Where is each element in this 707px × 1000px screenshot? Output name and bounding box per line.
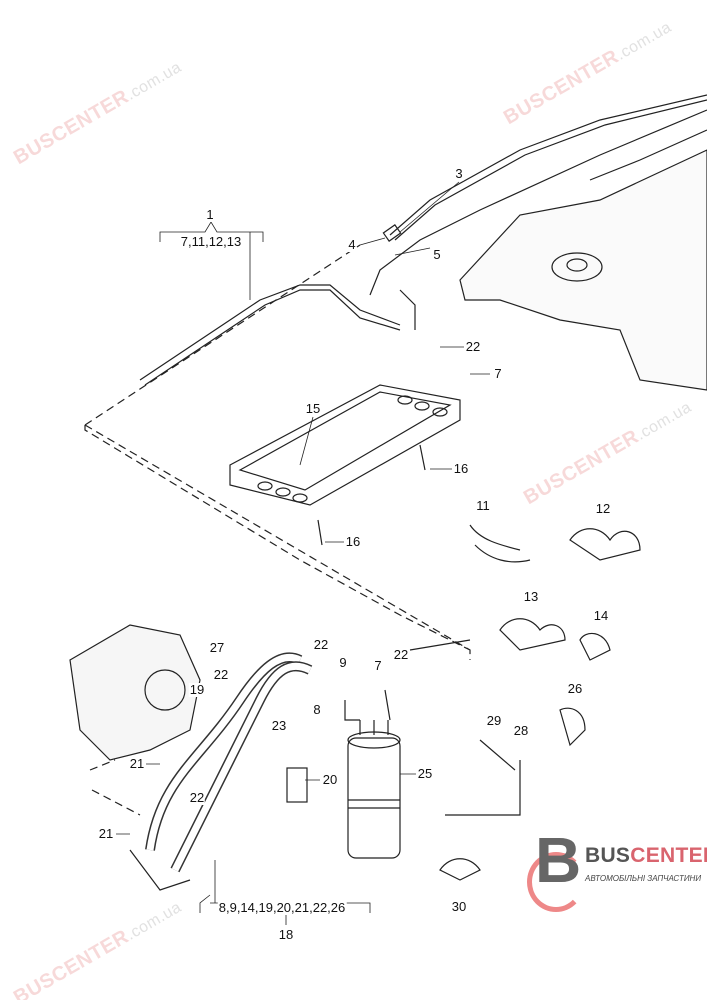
callout-c9: 9 (338, 655, 348, 670)
callout-c18: 18 (277, 927, 295, 942)
callout-c21a: 21 (128, 756, 146, 771)
callout-c14: 14 (592, 608, 610, 623)
callout-c25: 25 (416, 766, 434, 781)
logo-brand: BUSCENTER (585, 844, 707, 868)
callout-c16a: 16 (452, 461, 470, 476)
callout-c15: 15 (304, 401, 322, 416)
logo-brand-part1: BUS (585, 844, 631, 867)
clips (439, 524, 641, 881)
callout-c26: 26 (566, 681, 584, 696)
leader-lines (116, 181, 490, 925)
callout-c18sub: 8,9,14,19,20,21,22,26 (217, 900, 347, 915)
callout-c20: 20 (321, 772, 339, 787)
callout-c22c: 22 (392, 647, 410, 662)
engine-and-hoses (69, 624, 313, 891)
callout-c4: 4 (347, 237, 357, 252)
filter-bracket (229, 384, 461, 546)
fuel-filter (344, 639, 471, 859)
logo-b-mark: B (535, 824, 582, 896)
logo-brand-part2: CENTER (630, 844, 707, 867)
callout-c22e: 22 (188, 790, 206, 805)
callout-c22b: 22 (312, 637, 330, 652)
fuel-lines (139, 94, 707, 386)
callout-c29: 29 (485, 713, 503, 728)
callout-c21b: 21 (97, 826, 115, 841)
callout-c11: 11 (475, 498, 491, 513)
callout-c13: 13 (522, 589, 540, 604)
callout-c5: 5 (432, 247, 442, 262)
callout-c12: 12 (594, 501, 612, 516)
callout-c7a: 7 (493, 366, 503, 381)
buscenter-logo: B BUSCENTER АВТОМОБІЛЬНІ ЗАПЧАСТИНИ (527, 824, 707, 912)
callout-c30: 30 (450, 899, 468, 914)
callout-c22a: 22 (464, 339, 482, 354)
logo-tagline: АВТОМОБІЛЬНІ ЗАПЧАСТИНИ (585, 874, 702, 883)
callout-c19: 19 (188, 682, 206, 697)
fuel-tank (459, 129, 707, 391)
callout-c7b: 7 (373, 658, 383, 673)
callout-c22d: 22 (212, 667, 230, 682)
callout-c16b: 16 (344, 534, 362, 549)
callout-c1: 1 (205, 207, 215, 222)
callout-c1sub: 7,11,12,13 (179, 234, 243, 249)
callout-c23: 23 (270, 718, 288, 733)
callout-c27: 27 (208, 640, 226, 655)
dashed-group-outline (84, 244, 471, 660)
callout-c3: 3 (454, 166, 464, 181)
callout-c28: 28 (512, 723, 530, 738)
callout-c8: 8 (312, 702, 322, 717)
logo-c-mark (527, 852, 585, 912)
